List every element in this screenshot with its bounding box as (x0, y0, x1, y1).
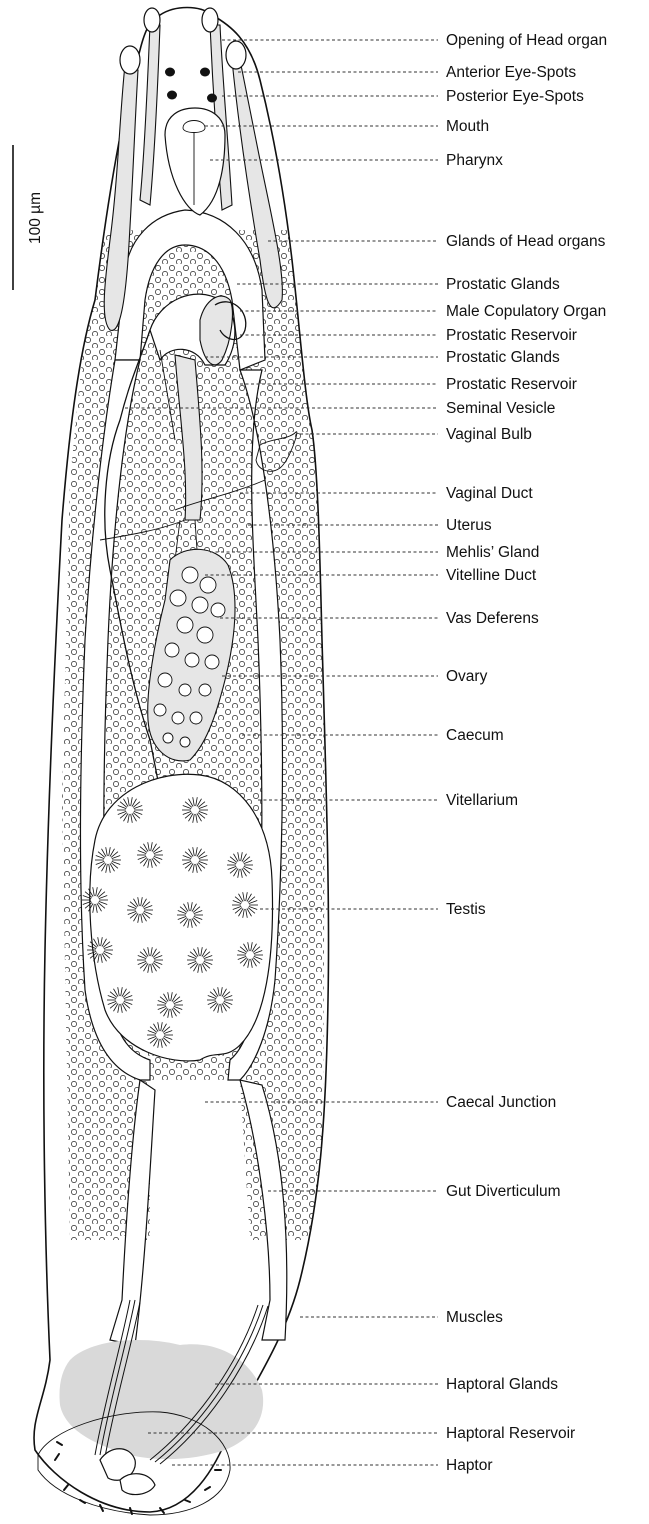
label-gut-diverticulum: Gut Diverticulum (446, 1183, 561, 1200)
label-mehlis-gland: Mehlis’ Gland (446, 544, 539, 561)
label-prostatic-reservoir: Prostatic Reservoir (446, 327, 577, 344)
label-vaginal-duct: Vaginal Duct (446, 485, 533, 502)
label-anterior-eye-spots: Anterior Eye-Spots (446, 64, 576, 81)
label-male-copulatory-organ: Male Copulatory Organ (446, 303, 606, 320)
label-vitellarium: Vitellarium (446, 792, 518, 809)
label-haptoral-glands: Haptoral Glands (446, 1376, 558, 1393)
label-ovary: Ovary (446, 668, 488, 685)
label-muscles: Muscles (446, 1309, 503, 1326)
label-vas-deferens: Vas Deferens (446, 610, 539, 627)
scale-bar-label: 100 µm (27, 192, 44, 244)
label-haptoral-reservoir: Haptoral Reservoir (446, 1425, 575, 1442)
label-haptor: Haptor (446, 1457, 493, 1474)
label-uterus: Uterus (446, 517, 492, 534)
label-opening-of-head-organ: Opening of Head organ (446, 32, 607, 49)
label-glands-of-head-organs: Glands of Head organs (446, 233, 606, 250)
label-seminal-vesicle: Seminal Vesicle (446, 400, 555, 417)
label-prostatic-glands-2: Prostatic Glands (446, 349, 560, 366)
label-posterior-eye-spots: Posterior Eye-Spots (446, 88, 584, 105)
label-pharynx: Pharynx (446, 152, 503, 169)
label-caecum: Caecum (446, 727, 504, 744)
label-prostatic-glands: Prostatic Glands (446, 276, 560, 293)
label-testis: Testis (446, 901, 486, 918)
label-mouth: Mouth (446, 118, 489, 135)
label-list: Opening of Head organ Anterior Eye-Spots… (446, 32, 607, 1474)
label-caecal-junction: Caecal Junction (446, 1094, 556, 1111)
label-prostatic-reservoir-2: Prostatic Reservoir (446, 376, 577, 393)
testis (90, 774, 273, 1061)
label-vaginal-bulb: Vaginal Bulb (446, 426, 532, 443)
label-vitelline-duct: Vitelline Duct (446, 567, 537, 584)
